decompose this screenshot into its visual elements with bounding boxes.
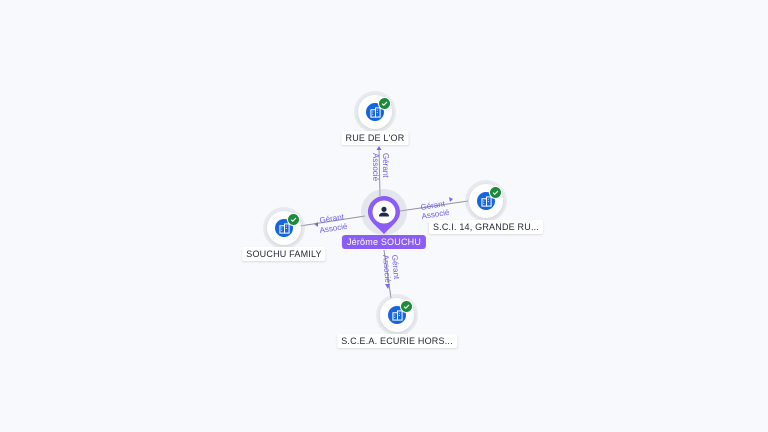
edge-label-top-1: Gérant (381, 153, 390, 178)
edge-label-top-2: Associé (371, 153, 380, 182)
check-icon (378, 97, 391, 110)
edge-left: Gérant Associé (299, 212, 366, 235)
edge-label-bottom-2: Associé (381, 254, 392, 283)
check-icon (400, 300, 413, 313)
company-label: RUE DE L'OR (341, 131, 409, 145)
edge-label-bottom-1: Gérant (390, 254, 401, 280)
person-label: Jérôme SOUCHU (341, 235, 427, 249)
company-label: S.C.E.A. ECURIE HORS... (337, 334, 457, 348)
company-label: S.C.I. 14, GRANDE RU... (428, 220, 544, 234)
edge-label-left-1: Gérant (319, 212, 345, 225)
check-icon (287, 213, 300, 226)
company-label: SOUCHU FAMILY (242, 247, 326, 261)
edge-label-right-1: Gérant (420, 199, 446, 212)
edge-right: Gérant Associé (399, 197, 469, 221)
person-icon (368, 196, 400, 234)
edge-label-left-2: Associé (319, 222, 349, 235)
edge-label-right-2: Associé (421, 208, 451, 221)
edge-top: Gérant Associé (371, 146, 390, 197)
check-icon (489, 186, 502, 199)
edge-bottom: Gérant Associé (381, 249, 401, 299)
